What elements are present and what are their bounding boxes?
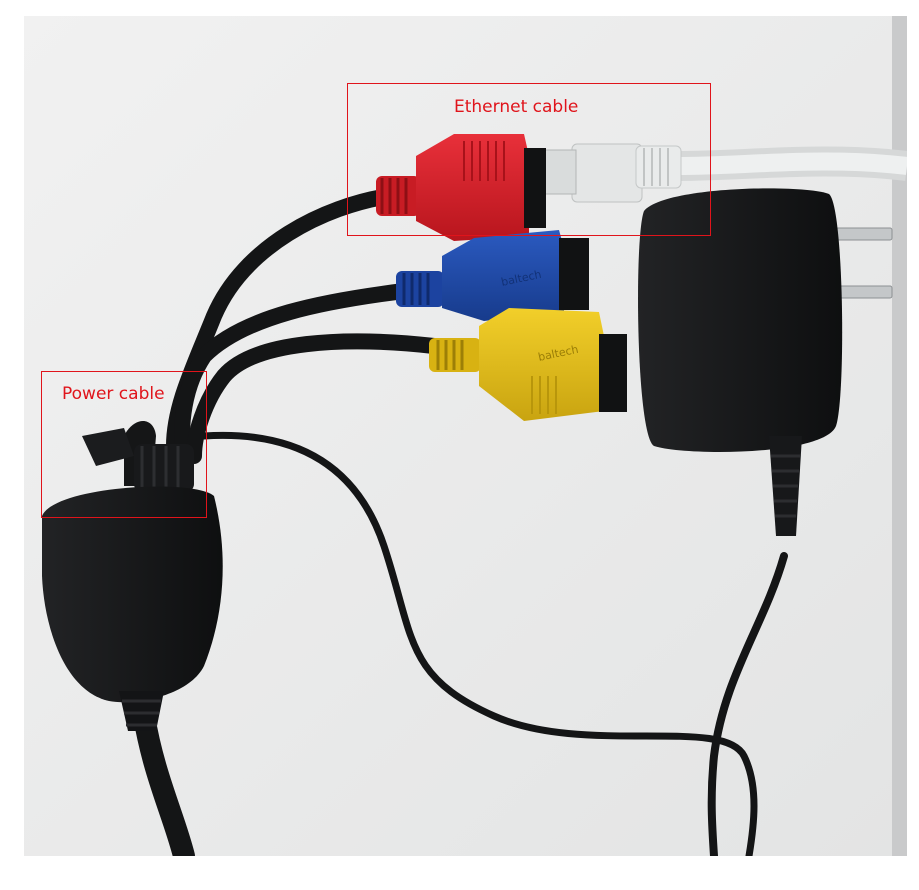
power-cable-annotation-box bbox=[41, 371, 207, 518]
ethernet-cable-label: Ethernet cable bbox=[454, 97, 579, 117]
ethernet-cable-annotation-box bbox=[347, 83, 711, 236]
rj45-plug bbox=[543, 143, 682, 203]
red-connector bbox=[376, 134, 546, 241]
power-cable-label: Power cable bbox=[62, 384, 165, 404]
cable-yellow-wire bbox=[186, 333, 442, 464]
cable-photo: baltech baltech bbox=[24, 16, 907, 856]
yellow-connector: baltech bbox=[429, 308, 627, 421]
cable-blue-wire bbox=[174, 283, 412, 464]
hub-cable-down bbox=[133, 705, 195, 856]
shadow-strip bbox=[892, 16, 907, 856]
power-adapter bbox=[638, 188, 893, 536]
blue-connector: baltech bbox=[396, 230, 589, 321]
photo-illustration: baltech baltech bbox=[24, 16, 907, 856]
dc-cable-loop bbox=[200, 431, 758, 856]
adapter-cable bbox=[707, 552, 788, 856]
splitter-hub bbox=[42, 421, 223, 731]
